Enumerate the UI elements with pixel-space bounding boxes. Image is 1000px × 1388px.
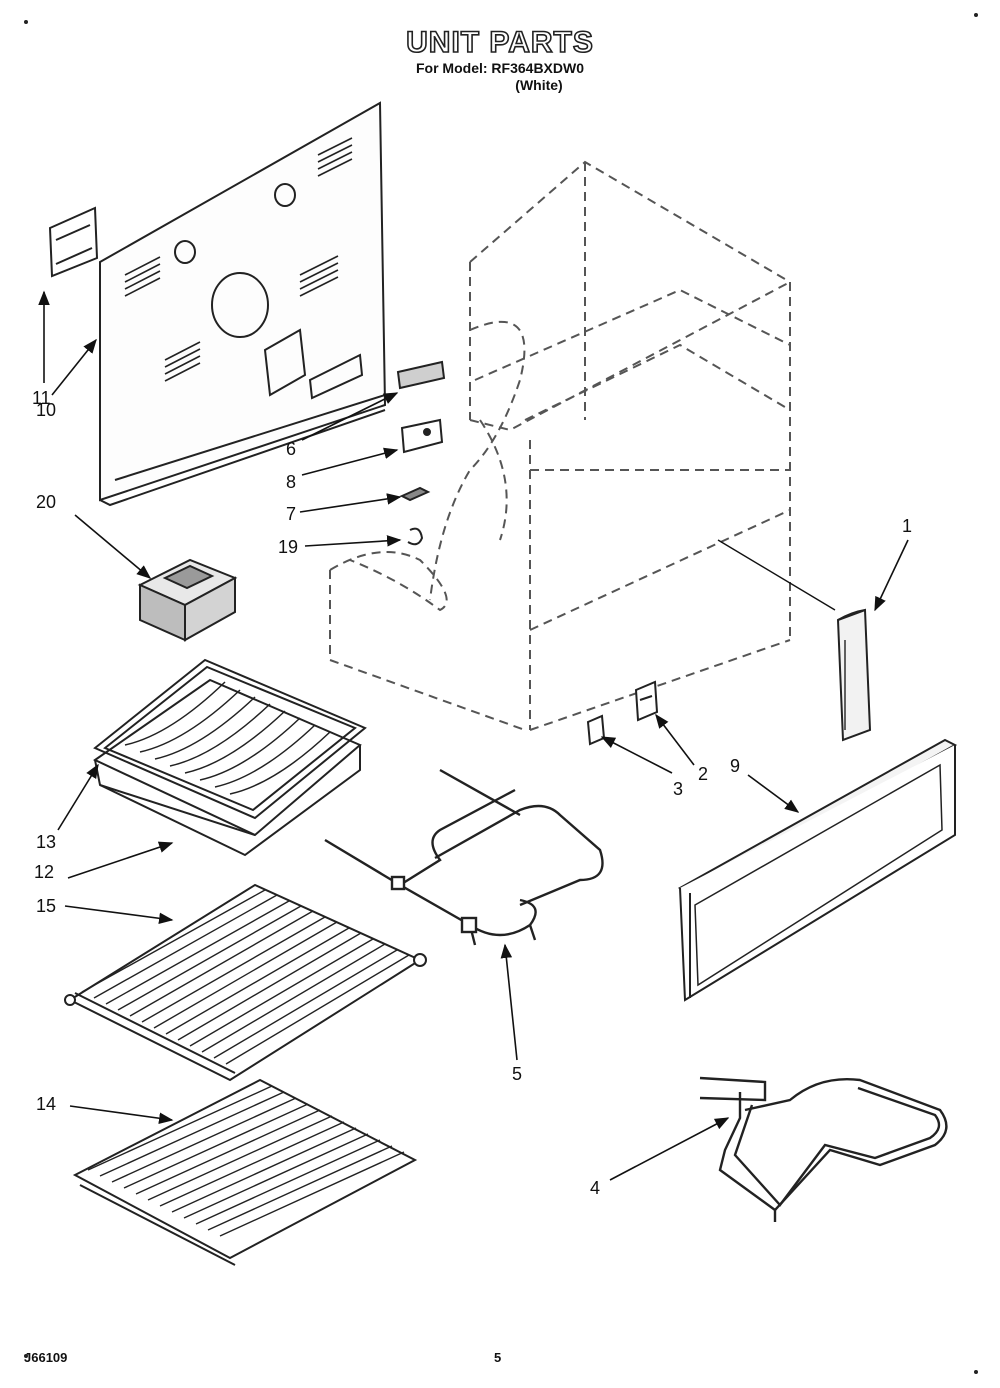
range-cabinet-outline	[329, 160, 791, 731]
small-bracket	[48, 206, 99, 278]
page-number: 5	[494, 1350, 502, 1365]
callout-6: 6	[286, 439, 296, 459]
diagram-header: UNIT PARTS For Model: RF364BXDW0 (White)	[0, 25, 1000, 94]
callout-1: 1	[902, 516, 912, 536]
callout-9: 9	[730, 756, 740, 776]
callout-15: 15	[36, 896, 56, 916]
broil-pan	[93, 678, 362, 857]
callout-13: 13	[36, 832, 56, 852]
registration-marks	[24, 13, 978, 1374]
side-trim	[836, 608, 872, 742]
broil-grid	[93, 658, 367, 820]
callout-19: 19	[278, 537, 298, 557]
callout-20: 20	[36, 492, 56, 512]
drawer-panel	[677, 738, 958, 1002]
color-label: (White)	[515, 77, 563, 93]
oven-rack-lower	[72, 1078, 418, 1266]
callout-14: 14	[36, 1094, 56, 1114]
terminal-block	[137, 558, 238, 642]
bake-element	[324, 768, 604, 946]
callout-8: 8	[286, 472, 296, 492]
model-number: For Model: RF364BXDW0	[415, 60, 584, 76]
callout-5: 5	[512, 1064, 522, 1084]
callout-labels: 1 2 3 4 5 6 7 8 9 10 11 12 13 14 15 19 2…	[32, 388, 912, 1198]
oven-rack-upper	[64, 883, 427, 1082]
callout-10: 10	[36, 400, 56, 420]
broil-element	[699, 1076, 948, 1222]
clips	[586, 680, 659, 746]
rear-panel	[99, 101, 387, 507]
callout-7: 7	[286, 504, 296, 524]
callout-4: 4	[590, 1178, 600, 1198]
callout-11: 11	[32, 388, 51, 408]
callout-12: 12	[34, 862, 54, 882]
callout-2: 2	[698, 764, 708, 784]
page-title: UNIT PARTS	[405, 25, 594, 60]
callout-3: 3	[673, 779, 683, 799]
small-hardware	[396, 360, 446, 546]
document-code: J66109	[24, 1350, 68, 1365]
leader-lines	[38, 290, 909, 1181]
